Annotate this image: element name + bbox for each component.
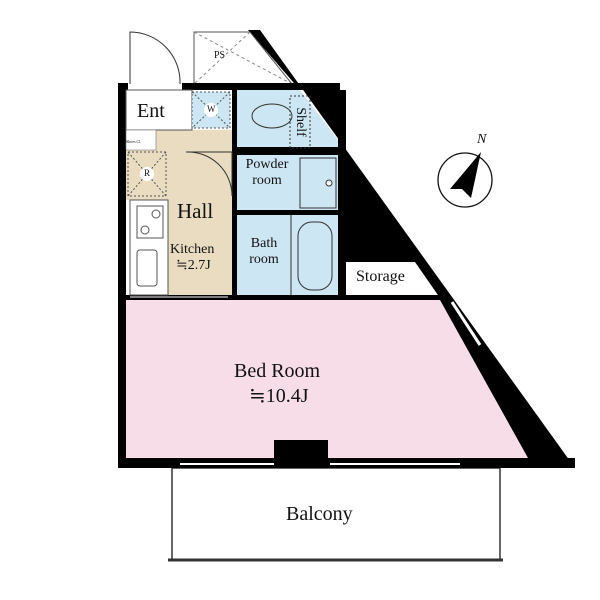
powder-room-label: Powder room (245, 157, 289, 189)
powder-room (237, 155, 338, 210)
bedroom-label: Bed Room (234, 360, 321, 382)
bedroom-floor (126, 300, 528, 458)
ent-label: Ent (137, 100, 165, 122)
shoes-closet-label: Shoes Cl. (126, 139, 142, 144)
compass-north-label: N (477, 132, 487, 147)
kitchen-label: Kitchen (170, 242, 215, 257)
storage-label: Storage (356, 268, 405, 285)
balcony-area (171, 467, 501, 561)
north-arrow-icon (450, 152, 481, 198)
bath-room-label: Bath room (249, 236, 279, 268)
w-label: W (207, 104, 216, 114)
compass (437, 152, 493, 208)
shelf-label: Shelf (292, 107, 308, 137)
ps-label: PS (214, 50, 226, 61)
ent-floor (125, 89, 193, 131)
bath-room (237, 215, 338, 295)
balcony-label: Balcony (286, 503, 353, 525)
r-label: R (144, 168, 151, 178)
storage-floor (348, 262, 440, 298)
diagonal-wall (248, 30, 575, 468)
hall-label: Hall (177, 199, 214, 223)
bedroom-size: ≒10.4J (249, 385, 309, 407)
kitchen-size: ≒2.7J (176, 258, 211, 273)
